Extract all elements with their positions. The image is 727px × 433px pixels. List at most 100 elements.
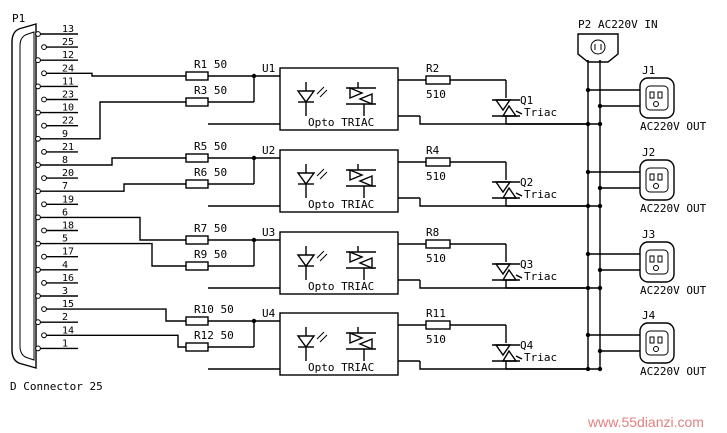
opto-designator: U3 <box>262 226 275 239</box>
resistor-R1 <box>185 71 209 81</box>
resistor-label: R10 50 <box>194 303 234 316</box>
triac-designator: Q2 <box>520 176 533 189</box>
circuit-elements: 1325122411231022921820719618517416315214… <box>11 23 707 378</box>
junction-dot <box>597 121 603 127</box>
junction-dot <box>585 285 591 291</box>
output-label: AC220V OUT <box>640 284 707 297</box>
connector-pin-number: 3 <box>62 286 68 297</box>
connector-pin-number: 19 <box>62 194 74 205</box>
output-socket-ground <box>653 101 659 107</box>
connector-pin-10 <box>35 109 41 116</box>
connector-pin-19 <box>41 201 47 208</box>
resistor-value: 510 <box>426 333 446 346</box>
connector-wire <box>78 183 186 192</box>
output-socket-pin <box>649 173 655 181</box>
junction-dot <box>585 121 591 127</box>
connector-pin-5 <box>35 240 41 247</box>
output-label: AC220V OUT <box>640 120 707 133</box>
connector-pin-21 <box>41 149 47 155</box>
connector-pin-number: 17 <box>62 247 74 258</box>
resistor-label: R5 50 <box>194 140 227 153</box>
connector-pin-16 <box>41 280 47 286</box>
connector-pin-12 <box>35 57 41 64</box>
junction-dot <box>597 203 603 209</box>
triac-type: Triac <box>524 270 557 283</box>
connector-pin-3 <box>35 293 41 299</box>
connector-pin-number: 15 <box>62 299 74 310</box>
connector-pin-1 <box>35 345 41 352</box>
connector-wire <box>78 308 186 322</box>
watermark: www.55dianzi.com <box>587 414 704 430</box>
connector-pin-11 <box>35 83 41 90</box>
junction-dot <box>585 332 591 338</box>
led-emission-arrow <box>316 86 325 95</box>
resistor-R9 <box>185 261 209 271</box>
output-socket-pin <box>649 91 655 99</box>
output-socket-pin <box>657 91 663 99</box>
led-emission-arrow <box>316 250 325 259</box>
connector-pin-number: 25 <box>62 37 74 48</box>
connector-pin-6 <box>35 214 41 221</box>
output-socket-inner <box>645 85 669 111</box>
connector-pin-9 <box>35 135 41 142</box>
connector-pin-number: 4 <box>62 260 68 271</box>
led-emission-arrow <box>319 253 328 262</box>
connector-pin-number: 11 <box>62 76 74 87</box>
led-emission-arrow <box>319 89 328 98</box>
resistor-R2 <box>425 75 451 85</box>
connector-pin-number: 21 <box>62 142 74 153</box>
output-socket-inner <box>645 330 669 356</box>
connector-designator: P1 <box>12 12 25 25</box>
resistor-label: R2 <box>426 62 439 75</box>
resistor-label: R3 50 <box>194 84 227 97</box>
connector-pin-number: 1 <box>62 338 68 349</box>
connector-pin-number: 5 <box>62 234 68 245</box>
resistor-value: 510 <box>426 170 446 183</box>
connector-wire <box>78 242 186 267</box>
opto-diac-half <box>349 250 364 264</box>
connector-pin-number: 10 <box>62 103 74 114</box>
connector-pin-7 <box>35 188 41 195</box>
opto-label: Opto TRIAC <box>308 198 374 211</box>
resistor-label: R7 50 <box>194 222 227 235</box>
opto-package-U3 <box>279 231 399 295</box>
opto-package-U1 <box>279 67 399 131</box>
connector-pin-18 <box>41 227 47 234</box>
output-socket-J1 <box>639 77 675 119</box>
connector-pin-8 <box>35 162 41 168</box>
connector-pin-14 <box>41 332 47 339</box>
output-designator: J3 <box>642 228 655 241</box>
connector-pin-number: 8 <box>62 155 68 166</box>
output-socket-J3 <box>639 241 675 283</box>
opto-diac-half <box>349 86 364 100</box>
triac-type: Triac <box>524 106 557 119</box>
led-emission-arrow <box>319 334 328 343</box>
connector-pin-number: 14 <box>62 325 74 336</box>
opto-diac-half <box>358 174 373 188</box>
resistor-R6 <box>185 179 209 189</box>
resistor-R10 <box>185 316 209 326</box>
output-socket-inner <box>645 249 669 275</box>
resistor-R7 <box>185 235 209 245</box>
resistor-label: R8 <box>426 226 439 239</box>
wire <box>419 198 588 207</box>
opto-label: Opto TRIAC <box>308 361 374 374</box>
junction-dot <box>585 366 591 372</box>
triac-designator: Q1 <box>520 94 533 107</box>
led-symbol <box>296 90 316 104</box>
connector-pin-25 <box>41 44 47 50</box>
connector-pin-number: 23 <box>62 90 74 101</box>
connector-pin-number: 20 <box>62 168 74 179</box>
triac-type: Triac <box>524 188 557 201</box>
output-designator: J2 <box>642 146 655 159</box>
connector-pin-20 <box>41 175 47 182</box>
output-socket-J2 <box>639 159 675 201</box>
output-label: AC220V OUT <box>640 202 707 215</box>
output-socket-pin <box>657 255 663 263</box>
opto-designator: U4 <box>262 307 276 320</box>
opto-diac-half <box>349 331 364 345</box>
output-designator: J4 <box>642 309 656 322</box>
resistor-value: 510 <box>426 252 446 265</box>
connector-pin-number: 16 <box>62 273 74 284</box>
